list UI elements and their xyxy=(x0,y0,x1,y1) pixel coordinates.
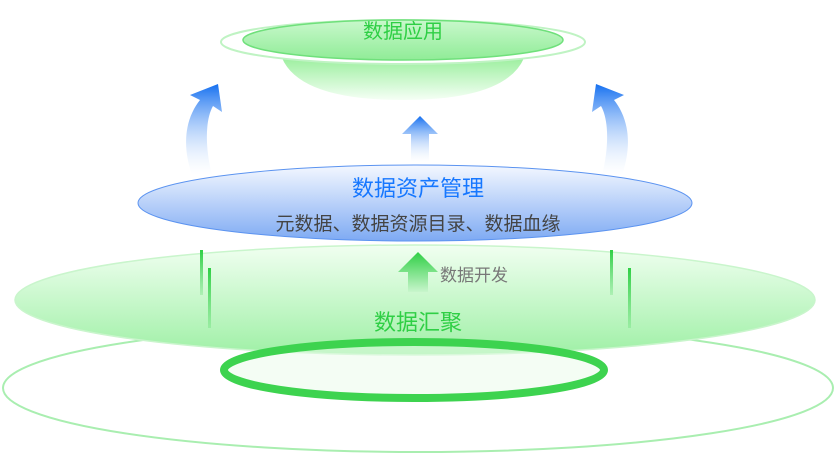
asset-management-subtitle: 元数据、数据资源目录、数据血缘 xyxy=(275,213,560,235)
develop-arrow-icon xyxy=(398,252,438,292)
left-curved-arrow-icon xyxy=(186,84,222,175)
application-bowl xyxy=(282,58,524,100)
right-curved-arrow-icon xyxy=(592,84,628,175)
application-plate xyxy=(242,19,564,61)
asset-management-disc xyxy=(137,164,693,242)
aggregation-title: 数据汇聚 xyxy=(374,311,462,336)
decorative-lines xyxy=(200,250,631,328)
center-up-arrow-icon xyxy=(402,116,438,162)
base-ring xyxy=(220,338,608,402)
application-title: 数据应用 xyxy=(363,19,443,43)
develop-label: 数据开发 xyxy=(440,266,508,286)
asset-management-title: 数据资产管理 xyxy=(352,177,484,202)
